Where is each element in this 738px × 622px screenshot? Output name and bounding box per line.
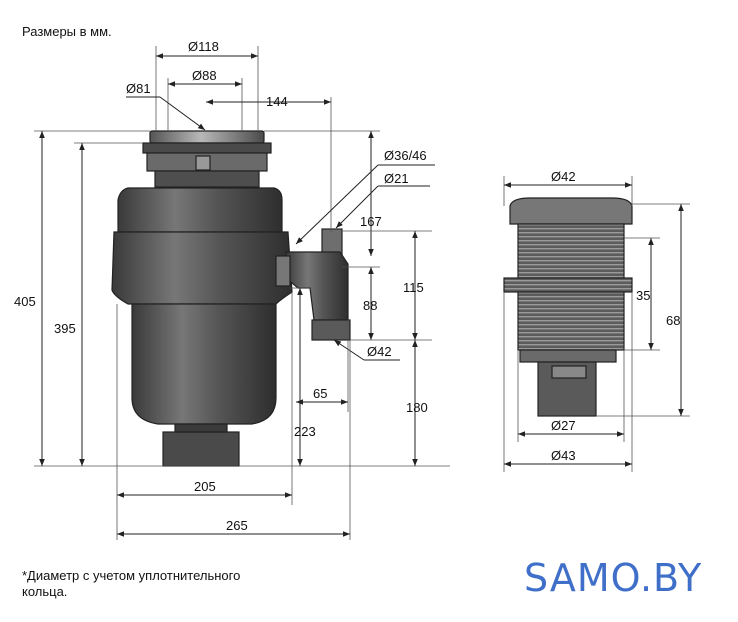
brand-logo: SAMO.BY bbox=[524, 556, 703, 600]
dim-nut-diameter-43: Ø43 bbox=[551, 448, 576, 463]
footnote-line-2: кольца. bbox=[22, 584, 68, 599]
dim-outlet-diameter: Ø42 bbox=[367, 344, 392, 359]
upper-housing bbox=[117, 187, 283, 233]
mount-collar bbox=[154, 170, 260, 188]
dim-inlet-36-46: Ø36/46 bbox=[384, 148, 427, 163]
dim-cap-diameter: Ø42 bbox=[551, 169, 576, 184]
dim-inlet-21: Ø21 bbox=[384, 171, 409, 186]
discharge-elbow bbox=[285, 251, 349, 321]
dim-offset-144: 144 bbox=[266, 94, 288, 109]
dim-flange-diameter: Ø118 bbox=[188, 39, 219, 54]
button-cap bbox=[509, 197, 633, 225]
disposer-dimensions: Ø118 Ø88 Ø81 144 Ø36/46 Ø21 167 115 88 bbox=[14, 39, 450, 540]
sink-flange bbox=[149, 130, 265, 144]
housing-band bbox=[111, 231, 293, 305]
dim-223: 223 bbox=[294, 424, 316, 439]
dim-height-68: 68 bbox=[666, 313, 680, 328]
bottom-cap bbox=[162, 431, 240, 467]
footnote: *Диаметр с учетом уплотнительного кольца… bbox=[22, 568, 292, 600]
motor-housing bbox=[131, 303, 277, 425]
dim-65: 65 bbox=[313, 386, 327, 401]
dim-drain-diameter: Ø81 bbox=[126, 81, 151, 96]
discharge-pipe bbox=[311, 319, 351, 341]
dim-total-height-405: 405 bbox=[14, 294, 36, 309]
dim-167: 167 bbox=[360, 214, 382, 229]
footnote-line-1: *Диаметр с учетом уплотнительного bbox=[22, 568, 241, 583]
units-note: Размеры в мм. bbox=[22, 24, 112, 39]
dim-inner-diameter: Ø88 bbox=[192, 68, 217, 83]
disposer-unit bbox=[111, 130, 351, 467]
air-switch-button bbox=[503, 197, 633, 417]
dim-height-395: 395 bbox=[54, 321, 76, 336]
dim-180: 180 bbox=[406, 400, 428, 415]
button-dimensions: Ø42 35 68 Ø27 Ø43 bbox=[503, 169, 690, 472]
dim-width-205: 205 bbox=[194, 479, 216, 494]
button-lower-thread bbox=[517, 291, 625, 351]
button-nut bbox=[503, 277, 633, 293]
dim-115: 115 bbox=[403, 280, 424, 295]
dim-88: 88 bbox=[363, 298, 377, 313]
dim-width-265: 265 bbox=[226, 518, 248, 533]
mounting-ring bbox=[142, 142, 272, 154]
dim-thread-35: 35 bbox=[636, 288, 650, 303]
dim-thread-diameter-27: Ø27 bbox=[551, 418, 576, 433]
button-threaded-body bbox=[517, 223, 625, 279]
